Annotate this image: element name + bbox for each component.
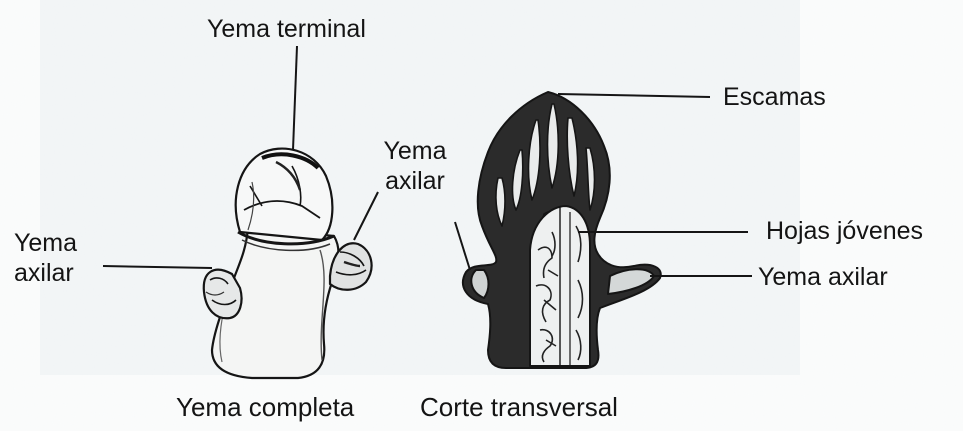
terminal-bud [236, 149, 333, 240]
label-yema-terminal: Yema terminal [207, 14, 366, 44]
caption-yema-completa: Yema completa [176, 392, 354, 422]
label-yema-axilar-right: Yema axilar [375, 136, 455, 196]
label-yema-axilar-right-line1: Yema [375, 136, 455, 166]
label-yema-axilar-left-line1: Yema [14, 228, 77, 258]
label-yema-axilar-right-line2: axilar [375, 166, 455, 196]
label-yema-axilar-left: Yema axilar [14, 228, 77, 288]
label-hojas-jovenes: Hojas jóvenes [766, 216, 923, 246]
label-yema-axilar: Yema axilar [758, 262, 888, 292]
caption-corte-transversal: Corte transversal [420, 392, 618, 422]
label-escamas: Escamas [723, 82, 826, 112]
label-yema-axilar-left-line2: axilar [14, 258, 77, 288]
